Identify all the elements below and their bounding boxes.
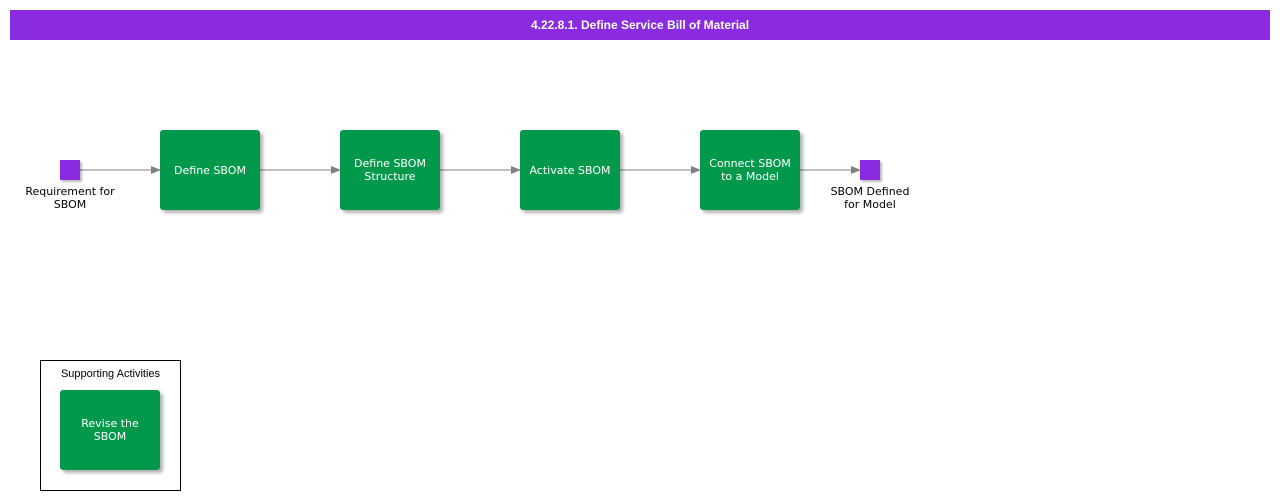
activity-define-sbom[interactable]: Define SBOM (160, 130, 260, 210)
supporting-activities-title: Supporting Activities (60, 368, 161, 380)
diagram-title: 4.22.8.1. Define Service Bill of Materia… (10, 10, 1270, 40)
end-event-label: SBOM Defined for Model (830, 185, 910, 211)
activity-activate-sbom[interactable]: Activate SBOM (520, 130, 620, 210)
activity-define-sbom-structure[interactable]: Define SBOM Structure (340, 130, 440, 210)
start-event-label: Requirement for SBOM (25, 185, 115, 211)
activity-connect-sbom-to-model[interactable]: Connect SBOM to a Model (700, 130, 800, 210)
end-event[interactable] (860, 160, 880, 180)
activity-revise-sbom[interactable]: Revise the SBOM (60, 390, 160, 470)
start-event[interactable] (60, 160, 80, 180)
